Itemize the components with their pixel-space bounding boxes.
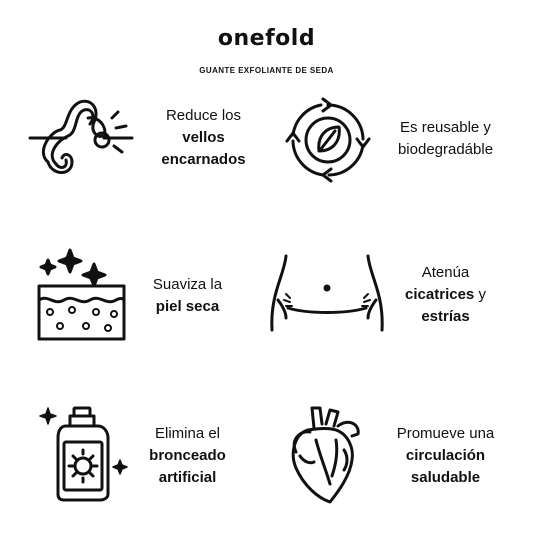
recycle-leaf-icon (283, 95, 373, 185)
ingrown-hair-icon (28, 92, 138, 187)
feature-label-dry-skin: Suaviza la piel seca (152, 276, 223, 315)
feature-label-ingrown-hair: Reduce los vellos encarnados (161, 107, 246, 168)
belly-stretch-marks-icon (268, 252, 386, 334)
anatomical-heart-icon (286, 404, 366, 504)
feature-label-tan: Elimina el bronceado artificial (149, 425, 226, 486)
feature-label-circulation: Promueve una circulación saludable (396, 425, 495, 486)
feature-label-reusable: Es reusable y biodegradáble (397, 119, 494, 158)
brand-logo: onefold (217, 26, 316, 51)
tanning-spray-icon (38, 404, 130, 502)
skin-sparkle-icon (36, 248, 128, 343)
feature-label-scars: Atenúa cicatrices y estrías (405, 264, 486, 325)
page-subtitle: GUANTE EXFOLIANTE DE SEDA (199, 66, 334, 75)
